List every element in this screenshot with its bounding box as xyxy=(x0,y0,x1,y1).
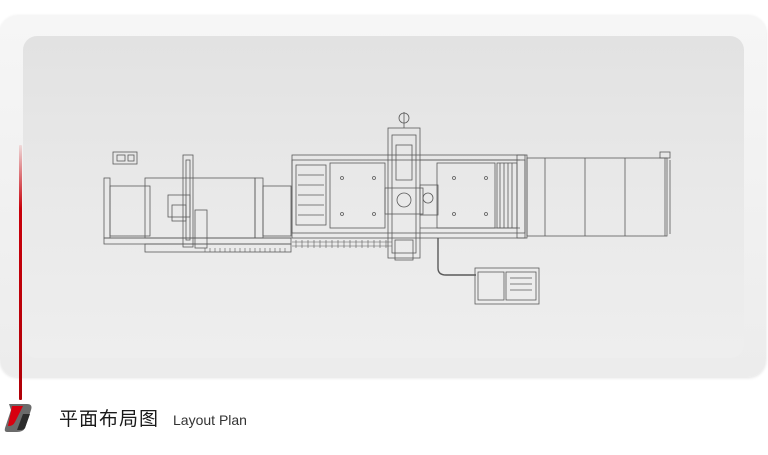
caption-title-en: Layout Plan xyxy=(173,412,247,428)
feed-conveyor xyxy=(204,240,392,252)
caption-title-cn: 平面布局图 xyxy=(59,408,160,430)
layout-plan-image-frame xyxy=(23,36,744,358)
accent-line xyxy=(19,145,22,400)
loading-unit xyxy=(103,151,292,253)
cable xyxy=(437,238,476,276)
logo-mark-icon xyxy=(4,404,32,432)
unloading-table xyxy=(526,151,671,237)
control-cabinet xyxy=(474,267,540,305)
gantry xyxy=(384,112,520,261)
machine-bed xyxy=(291,154,528,239)
caption: 平面布局图 Layout Plan xyxy=(59,404,247,432)
